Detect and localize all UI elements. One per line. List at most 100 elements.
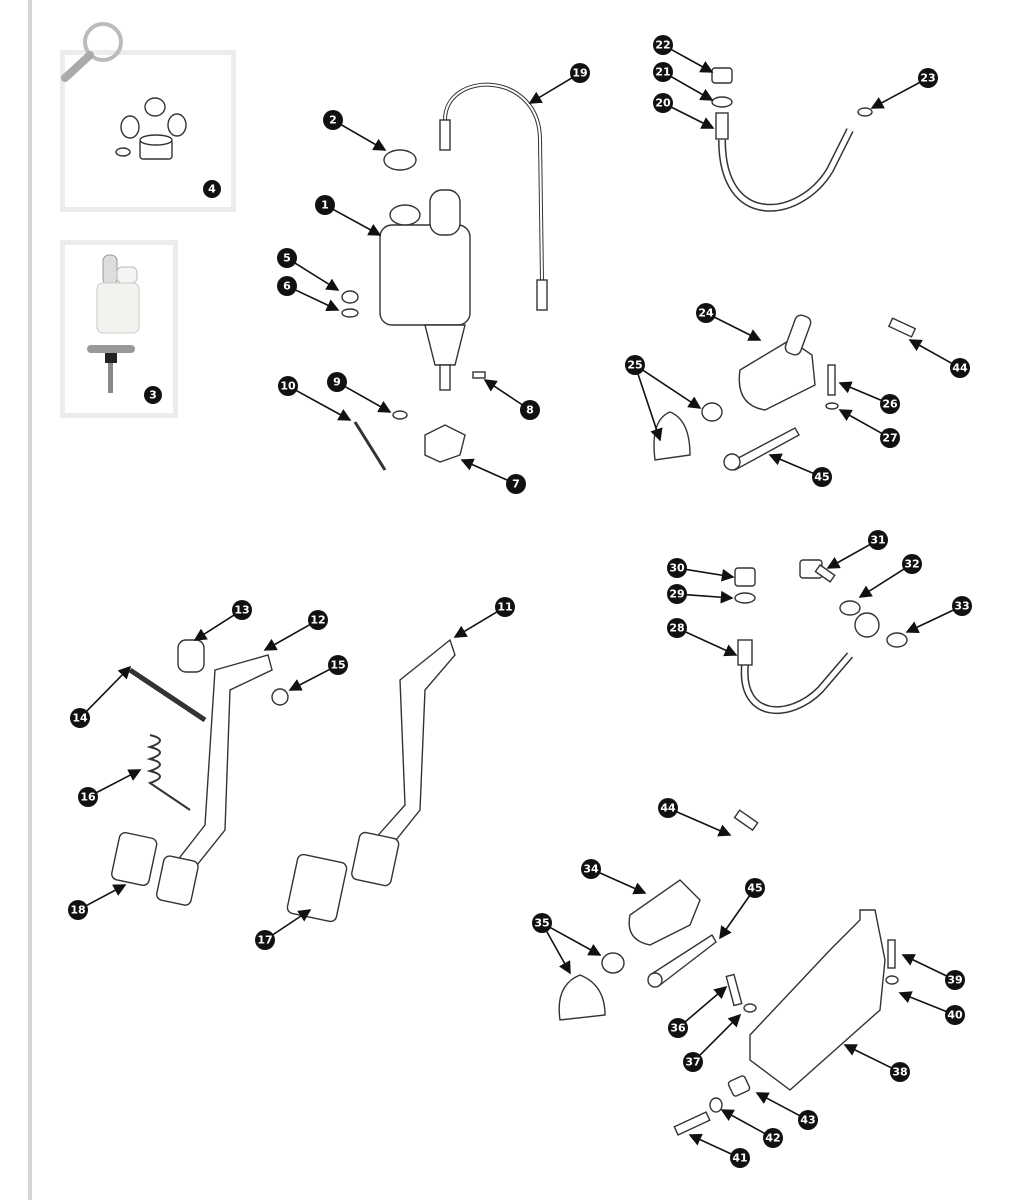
leader-arrow [755,1092,801,1117]
callout-22[interactable]: 22 [653,35,673,55]
master-cylinder-image: 3 [87,254,162,404]
leader-arrow [858,568,905,598]
leader-arrow [898,991,947,1013]
leader-arrow [263,623,311,651]
callout-number: 37 [685,1056,700,1069]
leader-arrow [826,543,871,569]
callout-number: 42 [765,1132,780,1145]
callout-14[interactable]: 14 [70,708,90,728]
callout-45[interactable]: 45 [812,467,832,487]
callout-4: 4 [203,180,221,198]
callout-number: 20 [655,97,671,110]
callout-18[interactable]: 18 [68,900,88,920]
callout-45[interactable]: 45 [745,878,765,898]
callout-44[interactable]: 44 [658,798,678,818]
callout-44[interactable]: 44 [950,358,970,378]
callout-19[interactable]: 19 [570,63,590,83]
callout-11[interactable]: 11 [495,597,515,617]
leader-arrow [545,930,571,975]
callout-20[interactable]: 20 [653,93,673,113]
callout-number: 10 [280,380,296,393]
callout-number: 29 [669,588,684,601]
callout-number: 15 [330,659,345,672]
leader-arrow [642,369,702,409]
callout-9[interactable]: 9 [327,372,347,392]
callout-24[interactable]: 24 [696,303,716,323]
callout-21[interactable]: 21 [653,62,673,82]
callout-number: 44 [952,362,968,375]
callout-number: 6 [283,280,291,293]
callout-number: 32 [904,558,919,571]
leader-arrow [85,665,132,713]
thumbnail-seal-kit[interactable]: 4 [60,50,236,212]
leader-arrow [453,610,498,638]
callout-27[interactable]: 27 [880,428,900,448]
leader-arrow [332,208,382,236]
callout-29[interactable]: 29 [667,584,687,604]
callout-5[interactable]: 5 [277,248,297,268]
callout-34[interactable]: 34 [581,859,601,879]
callout-35[interactable]: 35 [532,913,552,933]
callout-8[interactable]: 8 [520,400,540,420]
bracket-part [749,909,886,1091]
leader-arrow [670,48,714,73]
callout-41[interactable]: 41 [730,1148,750,1168]
callout-26[interactable]: 26 [880,394,900,414]
leader-arrow [340,123,387,151]
callout-42[interactable]: 42 [763,1128,783,1148]
leader-arrow [460,458,509,482]
leader-arrow [95,769,142,794]
callout-number: 44 [660,802,676,815]
callout-1[interactable]: 1 [315,195,335,215]
callout-43[interactable]: 43 [798,1110,818,1130]
callout-number: 16 [80,791,96,804]
callout-38[interactable]: 38 [890,1062,910,1082]
callout-2[interactable]: 2 [323,110,343,130]
callout-36[interactable]: 36 [668,1018,688,1038]
leader-arrow [720,1109,766,1135]
callout-number: 27 [882,432,897,445]
leader-arrow [670,75,714,101]
callout-23[interactable]: 23 [918,68,938,88]
callout-13[interactable]: 13 [232,600,252,620]
callout-number: 21 [655,66,670,79]
callout-number: 22 [655,39,670,52]
leader-arrow [768,453,815,475]
callout-number: 17 [257,934,272,947]
leader-arrow [688,1133,733,1155]
callout-17[interactable]: 17 [255,930,275,950]
callout-number: 1 [321,199,329,212]
callout-12[interactable]: 12 [308,610,328,630]
callout-6[interactable]: 6 [277,276,297,296]
magnifier-icon[interactable] [55,18,130,88]
leader-arrow [637,373,663,442]
callout-32[interactable]: 32 [902,554,922,574]
callout-37[interactable]: 37 [683,1052,703,1072]
callout-number: 8 [526,404,534,417]
callout-28[interactable]: 28 [667,618,687,638]
callout-number: 34 [583,863,599,876]
leader-arrow [685,590,734,604]
callout-30[interactable]: 30 [667,558,687,578]
callout-number: 28 [669,622,684,635]
thumbnail-master-cylinder[interactable]: 3 [60,240,178,418]
callout-number: 36 [670,1022,686,1035]
leader-arrow [719,894,751,940]
callout-15[interactable]: 15 [328,655,348,675]
callout-39[interactable]: 39 [945,970,965,990]
callout-number: 2 [329,114,337,127]
callout-10[interactable]: 10 [278,376,298,396]
leader-arrow [670,106,715,129]
callout-33[interactable]: 33 [952,596,972,616]
leader-arrow [684,985,728,1023]
callout-16[interactable]: 16 [78,787,98,807]
callout-40[interactable]: 40 [945,1005,965,1025]
callout-25[interactable]: 25 [625,355,645,375]
callout-31[interactable]: 31 [868,530,888,550]
callout-number: 9 [333,376,341,389]
leader-arrow [838,409,883,435]
callout-7[interactable]: 7 [506,474,526,494]
leader-arrow [295,389,352,421]
seal-kit-image: 4 [115,97,221,198]
